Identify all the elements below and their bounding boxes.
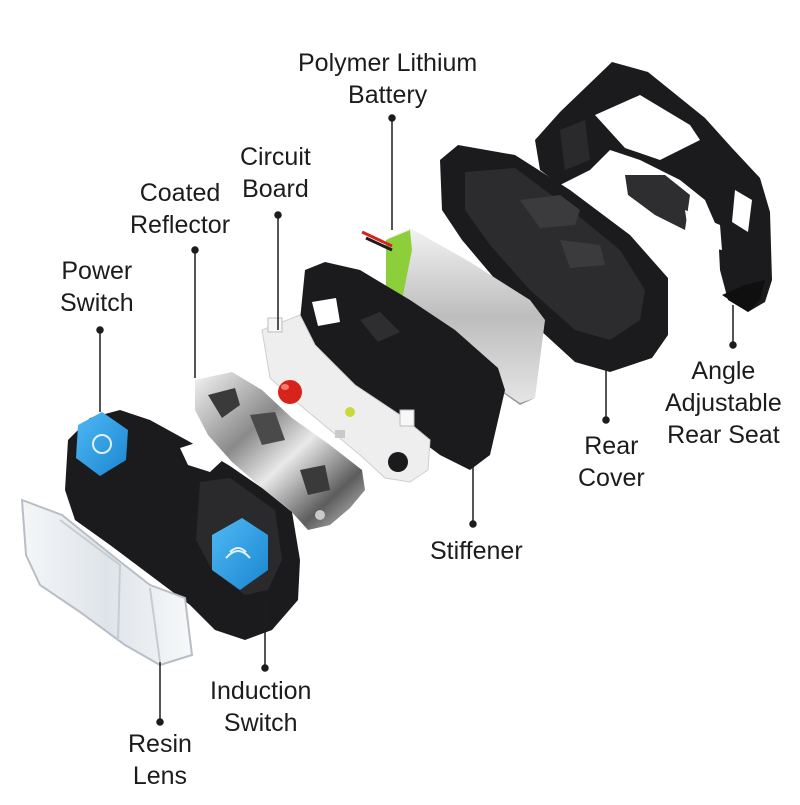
leader-dot-induction-switch xyxy=(261,664,269,672)
induction-button-icon xyxy=(212,518,268,590)
leader-dot-circuit-board xyxy=(274,211,282,219)
resin-lens-part xyxy=(20,498,194,667)
label-induction-switch: Induction Switch xyxy=(210,675,311,739)
rear-seat-part xyxy=(535,62,772,312)
label-line: Reflector xyxy=(130,211,231,239)
leader-dot-battery xyxy=(388,114,396,122)
label-rear-cover: Rear Cover xyxy=(578,430,645,494)
label-power-switch: Power Switch xyxy=(60,255,134,319)
leader-dot-resin-lens xyxy=(156,718,164,726)
leader-dot-rear-seat xyxy=(729,341,737,349)
label-line: Rear Seat xyxy=(667,421,780,449)
label-line: Rear xyxy=(584,432,639,460)
label-line: Circuit xyxy=(240,143,311,171)
leader-dot-reflector xyxy=(191,246,199,254)
label-line: Power xyxy=(61,257,133,285)
label-resin-lens: Resin Lens xyxy=(128,728,192,792)
label-line: Switch xyxy=(60,289,134,317)
label-line: Angle xyxy=(691,357,756,385)
circuit-board-part xyxy=(261,314,431,483)
leader-lines xyxy=(96,114,737,726)
label-line: Board xyxy=(242,175,309,203)
leader-dot-power-switch xyxy=(96,326,104,334)
stiffener-part xyxy=(300,262,505,470)
label-line: Polymer Lithium xyxy=(298,49,478,77)
label-line: Stiffener xyxy=(430,537,523,565)
label-stiffener: Stiffener xyxy=(430,535,523,567)
label-line: Switch xyxy=(223,709,298,737)
label-coated-reflector: Coated Reflector xyxy=(130,177,230,241)
power-button-icon xyxy=(76,412,128,476)
label-line: Induction xyxy=(210,677,312,705)
label-circuit-board: Circuit Board xyxy=(240,141,311,205)
reflector-part xyxy=(195,372,365,530)
leader-dot-stiffener xyxy=(469,520,477,528)
label-line: Coated xyxy=(139,179,221,207)
leader-dot-rear-cover xyxy=(602,416,610,424)
label-polymer-battery: Polymer Lithium Battery xyxy=(298,47,477,111)
label-angle-adjustable-rear-seat: Angle Adjustable Rear Seat xyxy=(665,355,782,451)
rear-cover-part xyxy=(440,145,668,372)
main-housing-part xyxy=(65,410,300,640)
label-line: Battery xyxy=(348,81,428,109)
label-line: Cover xyxy=(578,464,645,492)
label-line: Adjustable xyxy=(665,389,782,417)
label-line: Resin xyxy=(128,730,192,758)
label-line: Lens xyxy=(132,762,188,790)
